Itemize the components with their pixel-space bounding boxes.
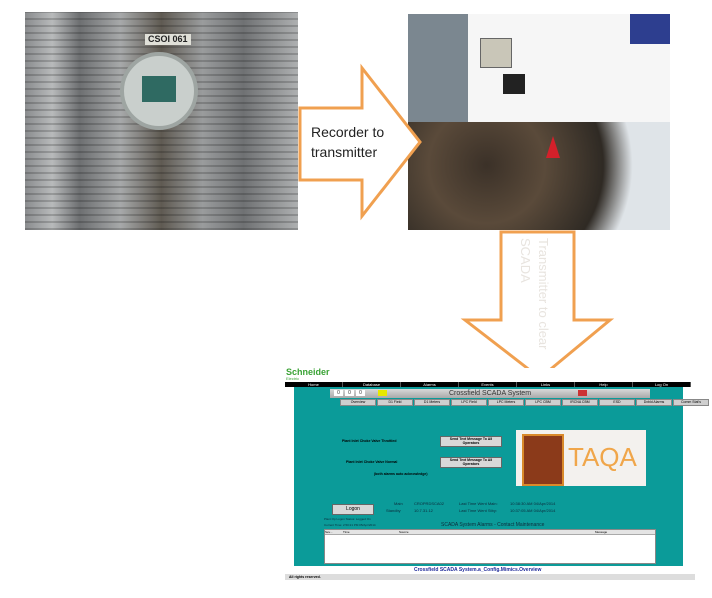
menu-alarms[interactable]: Alarms <box>401 382 459 387</box>
recorder-photo <box>408 14 670 230</box>
current-time: Current Time: 2:50:21 PM 05/Apr/2014 <box>324 523 376 527</box>
alarm1-label: Plant Inlet Choke Valve Throttled <box>342 439 397 443</box>
footer: All rights reserved. <box>285 574 695 580</box>
tab-overview[interactable]: Overview <box>340 399 376 406</box>
send-text-button-2[interactable]: Send Text Message To All Operators <box>440 457 502 468</box>
tab-ircna-cbm[interactable]: IRCNA CBM <box>562 399 598 406</box>
title-bar: 0 0 0 Crossfield SCADA System <box>330 389 650 398</box>
page-path-link[interactable]: Crossfield SCADA System.a_Config.Mimics.… <box>414 567 542 573</box>
operator-icon[interactable] <box>378 390 387 396</box>
tab-lpc-cbm[interactable]: LPC CBM <box>525 399 561 406</box>
down-arrow <box>460 230 615 380</box>
tab-comm-stats[interactable]: Comm Stat's <box>673 399 709 406</box>
main-label: Main <box>394 501 403 506</box>
col-time[interactable]: Time <box>343 530 350 534</box>
counter: 0 <box>356 390 365 396</box>
taqa-logo: TAQA <box>516 430 646 486</box>
menu-bar: Home Database Alarms Events Links Help L… <box>285 382 691 387</box>
last-main-label: Last Time Went Main: <box>459 501 498 506</box>
tab-dxbld-alarms[interactable]: Dxbld Alarms <box>636 399 672 406</box>
scada-main-panel: 0 0 0 Crossfield SCADA System Overview D… <box>294 387 709 566</box>
main-value: CROPRDSCA02 <box>414 501 445 506</box>
counter: 0 <box>345 390 354 396</box>
logon-status: Plant Op Logon Status: Logged On <box>324 517 371 521</box>
menu-home[interactable]: Home <box>285 382 343 387</box>
equipment-tag: CSOI 061 <box>145 34 191 45</box>
transmitter-photo: CSOI 061 <box>25 12 298 230</box>
counter: 0 <box>334 390 343 396</box>
logon-button[interactable]: Logon <box>332 504 374 515</box>
menu-events[interactable]: Events <box>459 382 517 387</box>
down-arrow-label: Transmitter to clear SCADA <box>518 238 551 350</box>
standby-label: Standby <box>386 508 401 513</box>
col-severity[interactable]: Sev... <box>325 530 333 534</box>
last-stby-value: 10:37:05 AM 04/Apr/2014 <box>510 508 556 513</box>
tab-d1-meters[interactable]: D1 Meters <box>414 399 450 406</box>
col-source[interactable]: Source <box>399 530 409 534</box>
alarms-title: SCADA System Alarms - Contact Maintenanc… <box>441 522 545 528</box>
tab-d1-field[interactable]: D1 Field <box>377 399 413 406</box>
menu-database[interactable]: Database <box>343 382 401 387</box>
tab-esd[interactable]: ESD <box>599 399 635 406</box>
tab-lpc-field[interactable]: LPC Field <box>451 399 487 406</box>
alarms-grid[interactable]: Sev... Time Source Message <box>324 529 656 564</box>
standby-value: 10.7.31.12 <box>414 508 433 513</box>
menu-links[interactable]: Links <box>517 382 575 387</box>
col-message[interactable]: Message <box>595 530 608 534</box>
alarm-icon[interactable] <box>578 390 587 396</box>
tab-lpc-meters[interactable]: LPC Meters <box>488 399 524 406</box>
menu-help[interactable]: Help <box>575 382 633 387</box>
tab-bar: Overview D1 Field D1 Meters LPC Field LP… <box>340 399 709 406</box>
alarm2-label: Plant Inlet Choke Valve Normal <box>346 460 398 464</box>
auto-ack-note: (both alarms auto acknowledge) <box>374 472 428 476</box>
gauge-device <box>120 52 198 130</box>
send-text-button-1[interactable]: Send Text Message To All Operators <box>440 436 502 447</box>
right-arrow-label: Recorder to transmitter <box>311 124 385 160</box>
last-main-value: 10:38:30 AM 04/Apr/2014 <box>510 501 556 506</box>
last-stby-label: Last Time Went Stby: <box>459 508 497 513</box>
menu-logon[interactable]: Log On <box>633 382 691 387</box>
right-arrow <box>298 63 422 221</box>
scada-title: Crossfield SCADA System <box>448 390 532 397</box>
